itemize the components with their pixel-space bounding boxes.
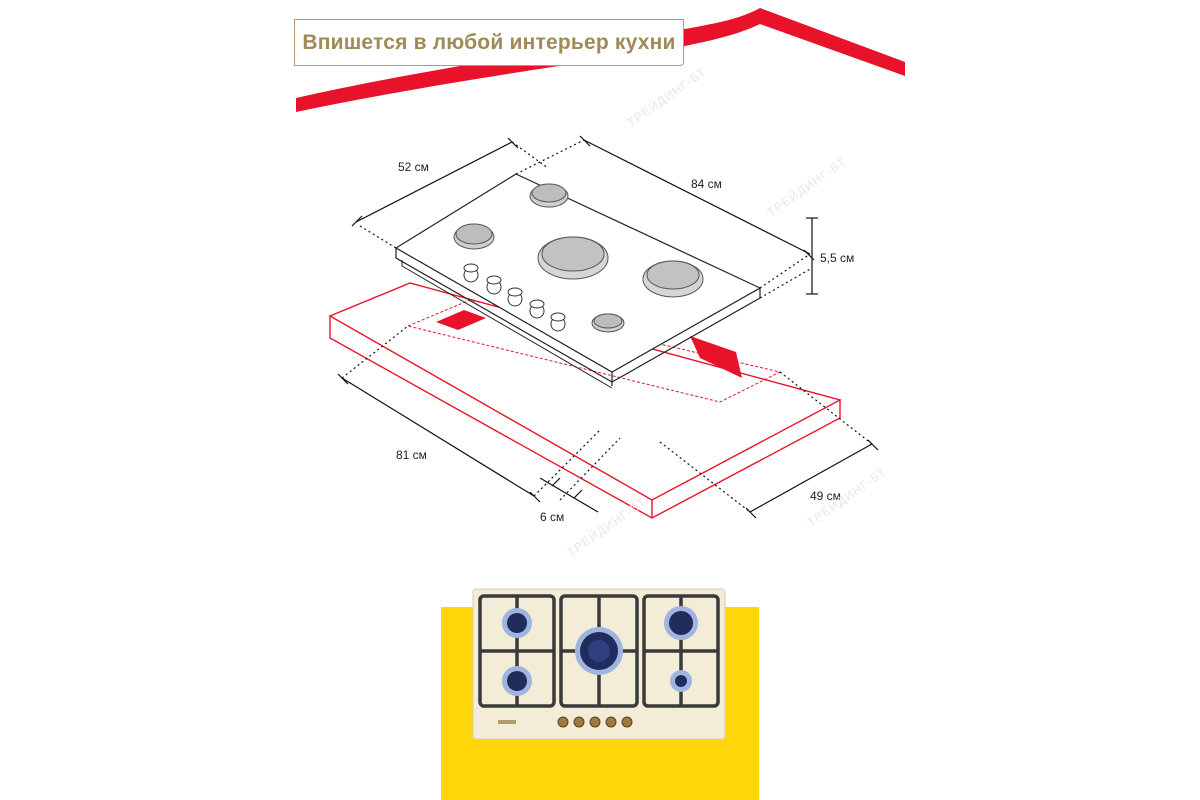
dim-label-cutout-depth: 49 см xyxy=(810,489,841,503)
title-text: Впишется в любой интерьер кухни xyxy=(302,30,676,54)
title-banner: Впишется в любой интерьер кухни xyxy=(294,19,684,66)
dim-label-hob-height: 5,5 см xyxy=(820,251,855,265)
hob-photo xyxy=(472,588,726,740)
dim-label-hob-width: 84 см xyxy=(691,177,722,191)
hob-knobs xyxy=(463,263,566,332)
cutout-wall-right xyxy=(690,336,742,378)
hob-burners xyxy=(453,183,704,333)
dim-label-offset: 6 см xyxy=(540,510,565,524)
dimension-lines xyxy=(337,135,879,519)
cutout-wall-left xyxy=(436,310,486,330)
countertop-slab xyxy=(328,282,842,519)
dim-label-hob-depth: 52 см xyxy=(398,160,429,174)
dim-label-cutout-width: 81 см xyxy=(396,448,427,462)
brand-logo-icon xyxy=(498,720,516,724)
